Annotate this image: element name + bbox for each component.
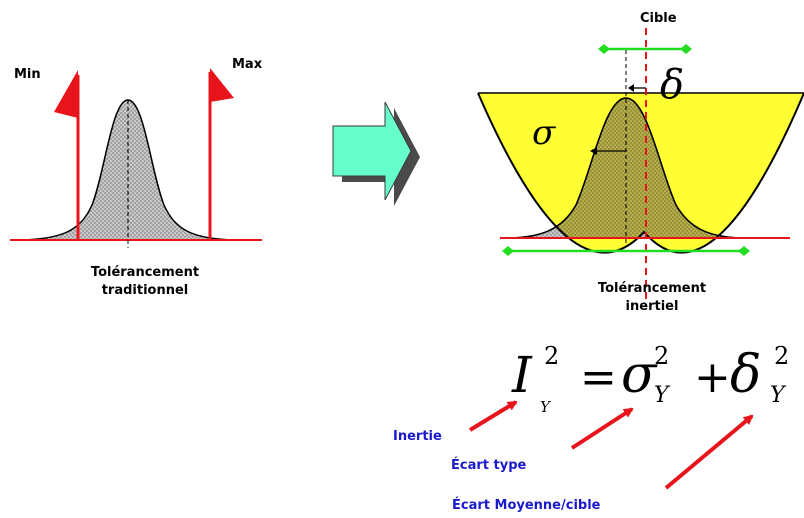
min-label: Min: [14, 67, 41, 82]
cible-label: Cible: [640, 11, 677, 26]
ecart-moyenne-label: Écart Moyenne/cible: [452, 497, 601, 513]
formula-delta-exp: 2: [774, 342, 789, 370]
right-panel-inertial: σ δ Cible Tolérancement inertiel: [477, 11, 804, 314]
left-caption-line1: Tolérancement: [91, 265, 199, 280]
transition-arrow-icon: [332, 101, 420, 206]
right-caption-line2: inertiel: [626, 299, 679, 314]
formula-sigma-sub: Y: [654, 383, 671, 408]
top-green-dimension: [598, 44, 692, 54]
left-caption-line2: traditionnel: [102, 283, 189, 298]
formula-sigma-exp: 2: [654, 342, 669, 370]
max-flag-icon: [208, 68, 234, 240]
ecart-type-arrow-icon: [570, 407, 634, 450]
formula-inertia-exp: 2: [544, 342, 559, 370]
max-label: Max: [232, 57, 263, 72]
formula-delta-sub: Y: [770, 383, 787, 408]
inertie-arrow-icon: [468, 400, 518, 432]
left-panel-traditional: Min Max Tolérancement traditionnel: [10, 57, 263, 298]
formula-inertia-var: I: [511, 346, 533, 404]
formula-plus: +: [694, 352, 731, 403]
sigma-symbol: σ: [532, 113, 556, 153]
formula-equals: =: [580, 352, 617, 403]
bottom-green-dimension: [502, 246, 750, 256]
sigma-arrow-icon: [590, 147, 626, 155]
ecart-moyenne-arrow-icon: [664, 414, 754, 490]
annotations: Inertie Écart type Écart Moyenne/cible: [393, 400, 754, 513]
formula-inertia-sub: Y: [540, 398, 552, 416]
formula-delta: δ: [730, 345, 761, 405]
delta-symbol: δ: [660, 62, 684, 108]
min-flag-icon: [54, 70, 80, 240]
formula-sigma: σ: [621, 345, 658, 405]
inertie-label: Inertie: [393, 429, 442, 444]
inertia-formula: I 2 Y = σ 2 Y + δ 2 Y: [511, 342, 789, 416]
ecart-type-label: Écart type: [451, 457, 527, 473]
delta-arrow-icon: [628, 84, 646, 92]
right-caption-line1: Tolérancement: [598, 281, 706, 296]
